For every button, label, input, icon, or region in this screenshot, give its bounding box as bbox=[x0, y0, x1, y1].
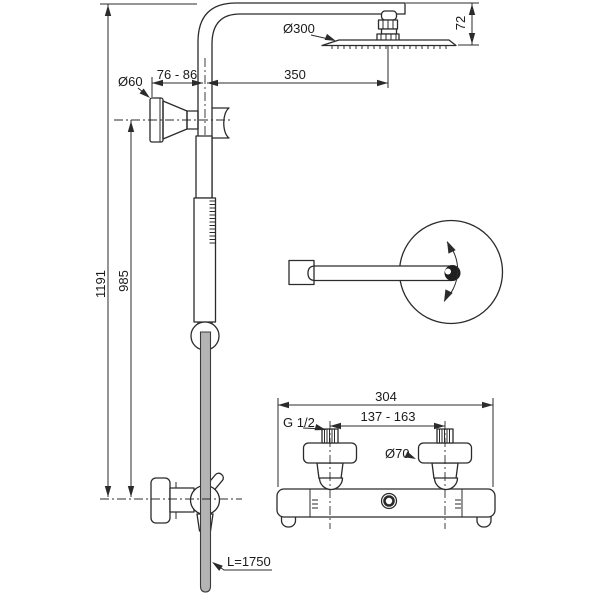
dim-valve-width: 304 bbox=[375, 389, 397, 404]
dim-wall-distance: 76 - 86 bbox=[157, 67, 197, 82]
mixer-outlet bbox=[380, 492, 398, 510]
dim-escutcheon-diameter: Ø70 bbox=[385, 446, 410, 461]
dim-lower-height: 985 bbox=[116, 270, 131, 292]
dim-hose-length: L=1750 bbox=[227, 554, 271, 569]
right-scale-marks bbox=[455, 499, 461, 509]
swivel-arm bbox=[307, 265, 453, 282]
shower-nozzles bbox=[331, 45, 447, 49]
dim-inlet-thread: G 1/2 bbox=[283, 415, 315, 430]
dim-head-offset: 72 bbox=[453, 16, 468, 30]
dim-flange-diameter: Ø60 bbox=[118, 74, 143, 89]
hand-shower bbox=[190, 135, 220, 351]
swivel-arm-mount bbox=[288, 259, 315, 286]
shower-hose bbox=[199, 331, 212, 593]
left-union bbox=[316, 462, 344, 491]
wall-bracket bbox=[114, 97, 232, 143]
head-ball-joint bbox=[376, 10, 400, 42]
shower-column-view bbox=[114, 2, 457, 593]
riser-pipe bbox=[197, 2, 406, 343]
dim-inlet-distance: 137 - 163 bbox=[361, 409, 416, 424]
hand-shower-grip bbox=[209, 200, 215, 244]
bracket-clamp bbox=[211, 107, 230, 139]
swivel-detail-view bbox=[288, 219, 504, 325]
column-dimensions: 1191 985 76 - 86 350 Ø60 Ø300 72 bbox=[93, 2, 479, 571]
dim-total-height: 1191 bbox=[93, 270, 108, 298]
overhead-shower-head bbox=[321, 39, 457, 88]
left-scale-marks bbox=[312, 499, 318, 509]
dim-head-diameter: Ø300 bbox=[283, 21, 315, 36]
mixer-valve-view: 304 137 - 163 G 1/2 Ø70 bbox=[276, 389, 496, 529]
outlet-elbow bbox=[150, 472, 224, 532]
dim-arm-projection: 350 bbox=[284, 67, 306, 82]
left-inlet-thread bbox=[321, 428, 339, 444]
